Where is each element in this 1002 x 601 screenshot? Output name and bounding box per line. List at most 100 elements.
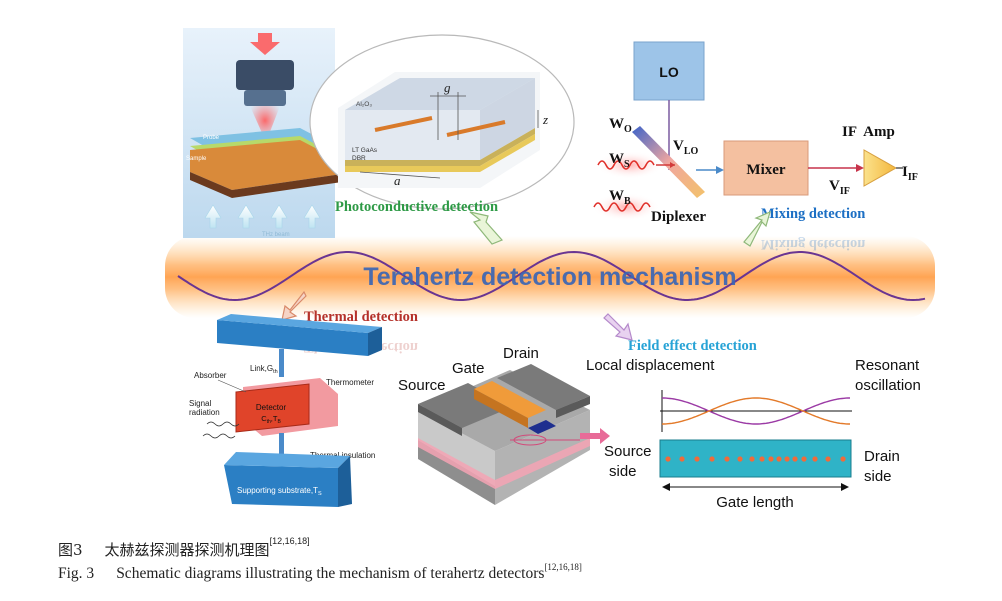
heat-sink-top <box>217 320 368 356</box>
thz-beam-label: THz beam <box>262 232 290 238</box>
source-side-label-2: side <box>609 463 637 480</box>
thz-wave <box>177 250 926 302</box>
thermal-heading: Thermal detection <box>304 309 418 325</box>
electron-dot <box>840 456 846 462</box>
center-band: Terahertz detection mechanism <box>165 236 935 318</box>
center-title: Terahertz detection mechanism <box>363 263 736 291</box>
electron-dot <box>737 456 743 462</box>
supporting-substrate <box>224 465 338 507</box>
source-label: Source <box>398 377 446 394</box>
signal-wave-1 <box>206 421 240 427</box>
electron-dot <box>724 456 730 462</box>
probe-label: Probe <box>203 135 220 141</box>
thermal-panel: Thermal detection Thermal detection Link… <box>189 290 418 507</box>
resonant-label-1: Resonant <box>855 357 920 374</box>
absorber-label: Absorber <box>194 371 227 380</box>
lo-box <box>633 41 705 101</box>
substrate-label: Supporting substrate,TS <box>237 486 322 497</box>
w-s-label: WS <box>609 151 630 170</box>
if-amp-label: IF Amp <box>842 124 895 140</box>
objective-lens <box>236 60 294 90</box>
laser-beam <box>250 106 280 142</box>
emission-arrow <box>580 428 610 444</box>
electron-dot <box>812 456 818 462</box>
detector-block <box>235 383 310 433</box>
gate-length-label: Gate length <box>716 494 794 511</box>
v-lo-label: VLO <box>673 138 699 157</box>
caption-chinese: 图3 太赫兹探测器探测机理图[12,16,18] <box>58 536 310 560</box>
inset-dim-g: g <box>444 80 451 95</box>
electron-dot <box>768 456 774 462</box>
signal-wave-2 <box>202 433 236 439</box>
drain-side-label-1: Drain <box>864 448 900 465</box>
electron-dot <box>749 456 755 462</box>
thz-beam-arrows <box>204 204 321 229</box>
v-if-label: VIF <box>829 178 850 197</box>
inset-layer-mid: LT GaAs <box>352 147 378 154</box>
i-if-label: IIF <box>902 164 918 183</box>
gate-contact <box>474 381 546 418</box>
electron-dot <box>694 456 700 462</box>
resonant-label-2: oscillation <box>855 377 921 394</box>
w-o-label: WO <box>609 116 632 135</box>
mixer-label: Mixer <box>746 162 785 178</box>
lo-label: LO <box>659 64 679 80</box>
thermal-arrow-icon <box>281 290 307 321</box>
field-effect-arrow-icon <box>603 313 633 341</box>
caption-en-label: Fig. 3 <box>58 565 95 582</box>
signal-label-1: Signal <box>189 399 211 408</box>
electron-dot <box>759 456 765 462</box>
osc-curve-b <box>662 397 850 425</box>
osc-curve-a <box>662 397 850 425</box>
laser-arrow-icon <box>250 33 280 55</box>
electron-dot <box>801 456 807 462</box>
thermal-insulation <box>279 433 284 462</box>
inset-dim-a: a <box>394 173 401 188</box>
wb-wave <box>593 202 651 212</box>
source-side-label-1: Source <box>604 443 652 460</box>
mixing-heading: Mixing detection <box>761 206 865 222</box>
ws-wave <box>597 160 655 170</box>
electron-dot <box>792 456 798 462</box>
electron-dot <box>825 456 831 462</box>
sample-slab <box>190 140 342 190</box>
if-amp-triangle <box>863 149 898 187</box>
field-effect-heading: Field effect detection <box>628 338 757 354</box>
drain-side-label-2: side <box>864 468 892 485</box>
inset-layer-top: Al₂O₃ <box>356 101 372 108</box>
electron-dot <box>679 456 685 462</box>
mixer-box <box>723 140 809 196</box>
w-b-label: WB <box>609 188 631 207</box>
link-label: Link,Gth <box>250 364 278 375</box>
mixing-arrow-icon <box>743 210 771 247</box>
drain-label: Drain <box>503 345 539 362</box>
field-effect-panel: Field effect detection Source Gate Drain… <box>398 313 921 511</box>
diplexer-label: Diplexer <box>651 209 706 225</box>
caption-cn-refs: [12,16,18] <box>269 536 310 546</box>
photoconductive-arrow-icon <box>469 211 504 245</box>
sample-label: Sample <box>186 156 207 162</box>
mixing-heading-reflection: Mixing detection <box>761 236 865 252</box>
detector-label-1: Detector <box>256 403 287 412</box>
channel-bar <box>659 439 852 478</box>
caption-cn-text: 太赫兹探测器探测机理图 <box>104 541 270 559</box>
inset-dim-z: z <box>542 112 548 127</box>
thermometer-label: Thermometer <box>326 378 374 387</box>
electron-dot <box>665 456 671 462</box>
electron-dots <box>665 456 846 462</box>
channel-layer <box>418 438 590 489</box>
local-displacement-label: Local displacement <box>586 357 715 374</box>
insulation-label: Thermal insulation <box>310 451 375 460</box>
electron-dot <box>776 456 782 462</box>
inset-layer-dbr: DBR <box>352 155 366 162</box>
photoconductive-heading: Photoconductive detection <box>335 199 498 215</box>
diplexer-plate <box>632 126 705 198</box>
gate-label: Gate <box>452 360 485 377</box>
drain-contact <box>497 364 590 410</box>
detector-label-2: Cth,TB <box>261 414 281 425</box>
electron-dot <box>709 456 715 462</box>
caption-cn-label: 图3 <box>58 541 83 559</box>
photoconductive-panel: Probe Sample THz beam g z a Al₂O₃ LT GaA… <box>183 28 575 245</box>
